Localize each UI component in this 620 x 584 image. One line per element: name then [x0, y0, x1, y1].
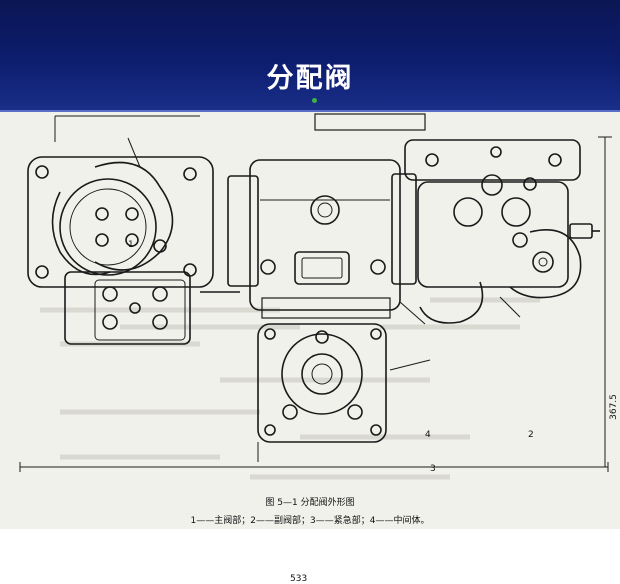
- title-bar: 分配阀: [0, 0, 620, 112]
- part-label-2: 2: [528, 430, 534, 440]
- slide-title[interactable]: 分配阀: [266, 63, 354, 94]
- part-label-3: 3: [430, 464, 436, 474]
- dimension-width: 533: [290, 574, 308, 584]
- part-label-1: 1: [128, 240, 134, 250]
- valve-drawing-svg: [19, 113, 612, 480]
- selection-handle-top[interactable]: [312, 98, 317, 103]
- figure-caption: 图 5—1 分配阀外形图: [265, 498, 355, 508]
- figure-legend: 1——主阀部；2——副阀部；3——紧急部；4——中间体。: [190, 516, 430, 526]
- dimension-height: 367.5: [608, 394, 619, 420]
- valve-drawing[interactable]: 1 2 3 4 533 367.5: [0, 112, 620, 584]
- part-label-4: 4: [425, 430, 431, 440]
